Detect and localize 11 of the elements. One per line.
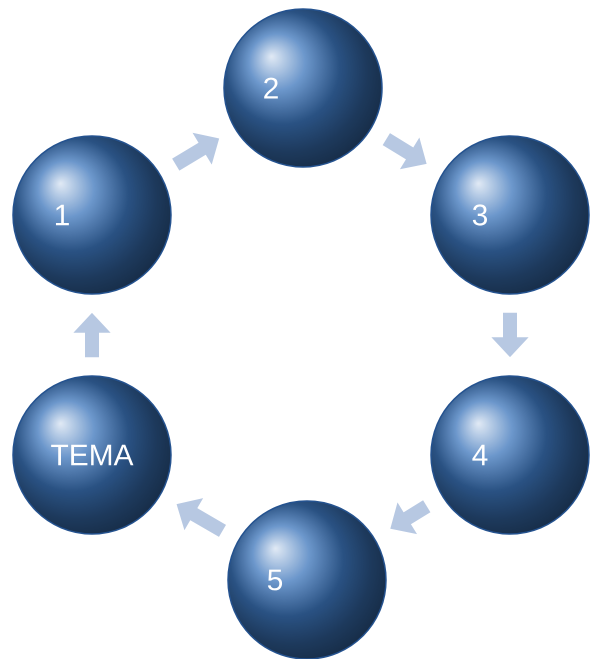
node-label: 3 xyxy=(472,204,487,226)
circle-node xyxy=(430,375,590,535)
node-label: 1 xyxy=(56,204,69,226)
circle-node xyxy=(12,135,172,295)
node-label: 2 xyxy=(264,78,278,98)
circle-node xyxy=(223,8,383,168)
node-label: TEMA xyxy=(51,444,134,466)
circle-node xyxy=(430,135,590,295)
circle-node xyxy=(12,375,172,535)
node-label: 4 xyxy=(472,444,488,466)
node-label: 5 xyxy=(268,570,282,590)
